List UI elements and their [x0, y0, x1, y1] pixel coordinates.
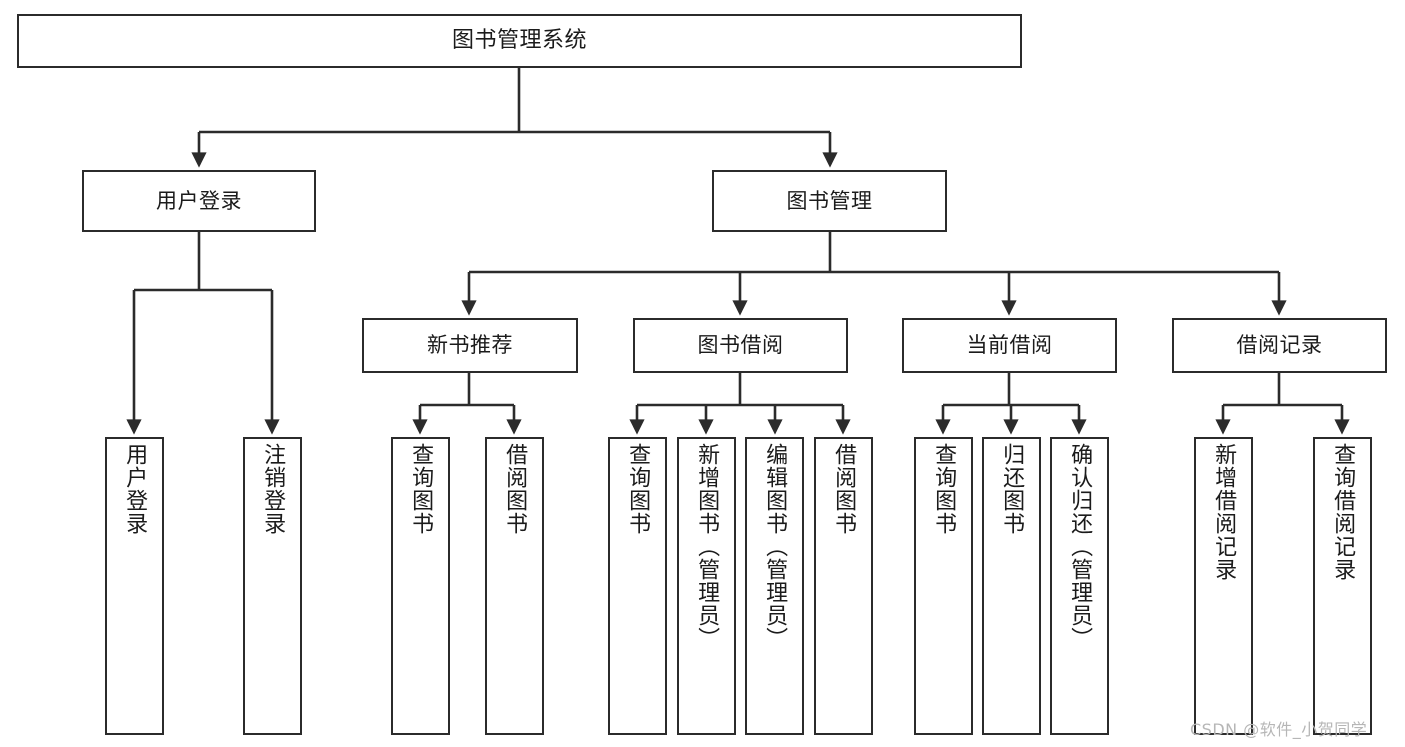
node-label: 新书推荐 [427, 333, 513, 358]
node-label: 新增借阅记录 [1211, 443, 1237, 581]
node-label: 编辑图书（管理员） [762, 443, 788, 650]
node-label: 借阅图书 [502, 443, 528, 535]
node-current-borrow[interactable]: 当前借阅 [902, 318, 1117, 373]
node-label: 新增图书（管理员） [694, 443, 720, 650]
node-label: 借阅记录 [1236, 333, 1323, 358]
node-label: 用户登录 [122, 443, 148, 535]
node-leaf-add-book-admin[interactable]: 新增图书（管理员） [677, 437, 736, 735]
node-label: 查询图书 [931, 443, 957, 535]
node-label: 当前借阅 [966, 333, 1053, 358]
node-label: 确认归还（管理员） [1067, 443, 1093, 650]
node-leaf-logout[interactable]: 注销登录 [243, 437, 302, 735]
csdn-watermark: CSDN @软件_小贺同学 [1190, 720, 1368, 739]
node-label: 图书管理系统 [451, 28, 587, 54]
node-label: 归还图书 [999, 443, 1025, 535]
node-leaf-query-borrow-record[interactable]: 查询借阅记录 [1313, 437, 1372, 735]
node-label: 查询图书 [408, 443, 434, 535]
node-book-borrow[interactable]: 图书借阅 [633, 318, 848, 373]
node-root-book-management-system[interactable]: 图书管理系统 [17, 14, 1022, 68]
node-borrow-record[interactable]: 借阅记录 [1172, 318, 1387, 373]
node-leaf-borrow-book-newbook[interactable]: 借阅图书 [485, 437, 544, 735]
node-leaf-borrow-book[interactable]: 借阅图书 [814, 437, 873, 735]
node-leaf-query-book-borrow[interactable]: 查询图书 [608, 437, 667, 735]
node-label: 图书管理 [786, 188, 873, 213]
node-label: 用户登录 [156, 188, 242, 213]
node-label: 查询图书 [625, 443, 651, 535]
node-new-book-recommend[interactable]: 新书推荐 [362, 318, 578, 373]
node-label: 注销登录 [260, 443, 286, 535]
node-user-login[interactable]: 用户登录 [82, 170, 316, 232]
node-label: 查询借阅记录 [1330, 443, 1356, 581]
node-leaf-user-login[interactable]: 用户登录 [105, 437, 164, 735]
node-label: 借阅图书 [831, 443, 857, 535]
node-leaf-return-book[interactable]: 归还图书 [982, 437, 1041, 735]
node-leaf-edit-book-admin[interactable]: 编辑图书（管理员） [745, 437, 804, 735]
node-label: 图书借阅 [697, 333, 784, 358]
node-leaf-confirm-return-admin[interactable]: 确认归还（管理员） [1050, 437, 1109, 735]
node-book-management[interactable]: 图书管理 [712, 170, 947, 232]
node-leaf-query-book-newbook[interactable]: 查询图书 [391, 437, 450, 735]
node-leaf-query-book-current[interactable]: 查询图书 [914, 437, 973, 735]
node-leaf-add-borrow-record[interactable]: 新增借阅记录 [1194, 437, 1253, 735]
